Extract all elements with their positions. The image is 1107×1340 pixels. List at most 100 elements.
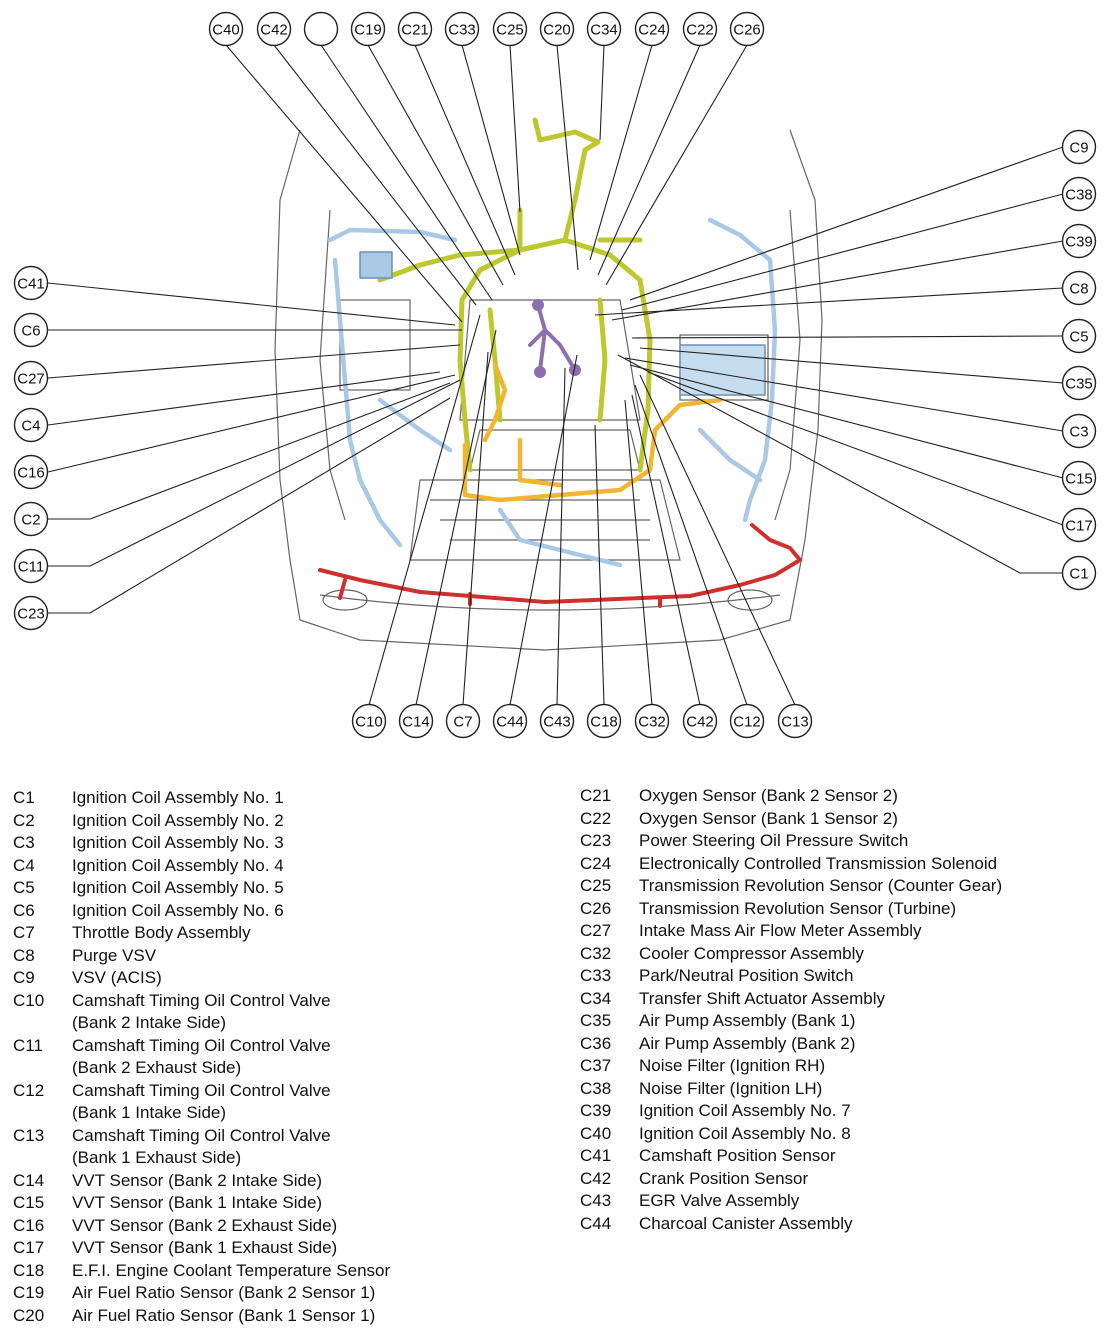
legend-code: C21 — [580, 786, 612, 805]
legend-description: Air Fuel Ratio Sensor (Bank 1 Sensor 1) — [72, 1305, 376, 1325]
connector-label: C13 — [781, 714, 809, 731]
connector-label: C42 — [686, 714, 714, 731]
legend-code: C22 — [580, 808, 612, 828]
legend-code: C40 — [580, 1123, 612, 1143]
legend-entry: (Bank 1 Exhaust Side) — [13, 1147, 390, 1170]
connector-label: C7 — [453, 714, 472, 731]
connector-label: C32 — [638, 714, 666, 731]
legend-code: C16 — [13, 1215, 45, 1235]
connector-label: C33 — [448, 22, 476, 39]
legend-description: Ignition Coil Assembly No. 6 — [72, 900, 284, 920]
legend-code: C4 — [13, 855, 35, 875]
engine-wiring-diagram: C40 C42 C19 C21 C33 C25 C20 C34 C24 C22 … — [13, 11, 1097, 739]
connector-callout: C32 — [634, 703, 670, 739]
legend-entry: C41 Camshaft Position Sensor — [580, 1145, 1002, 1168]
legend-code: C35 — [580, 1011, 612, 1030]
connector-callout: C16 — [13, 454, 49, 490]
legend-description: Camshaft Position Sensor — [639, 1146, 836, 1165]
connector-label: C10 — [355, 714, 383, 731]
legend-description: EGR Valve Assembly — [639, 1191, 800, 1210]
connector-label: C40 — [212, 22, 240, 39]
connector-label: C2 — [21, 512, 40, 529]
connector-label: C23 — [17, 606, 45, 623]
legend-code: C10 — [13, 990, 45, 1010]
legend-description: Oxygen Sensor (Bank 2 Sensor 2) — [639, 786, 898, 805]
connector-label: C5 — [1069, 329, 1088, 346]
connector-label: C12 — [733, 714, 761, 731]
legend-description: Transfer Shift Actuator Assembly — [639, 988, 885, 1008]
legend-code: C34 — [580, 988, 612, 1008]
connector-callout: C3 — [1061, 413, 1097, 449]
connector-label: C18 — [590, 714, 618, 731]
connector-label: C21 — [401, 22, 429, 39]
legend-entry: C27 Intake Mass Air Flow Meter Assembly — [580, 920, 1002, 943]
legend-description: Transmission Revolution Sensor (Turbine) — [639, 898, 957, 918]
legend-code: C41 — [580, 1146, 612, 1165]
legend-description: Intake Mass Air Flow Meter Assembly — [639, 921, 922, 940]
legend-code: C36 — [580, 1033, 612, 1053]
legend-code: C14 — [13, 1170, 45, 1190]
connector-callout: C23 — [13, 595, 49, 631]
connector-callout — [303, 11, 339, 47]
legend-code: C15 — [13, 1193, 45, 1212]
legend-description: Ignition Coil Assembly No. 5 — [72, 878, 284, 897]
connector-callout: C27 — [13, 360, 49, 396]
legend-code: C7 — [13, 923, 35, 942]
connector-label: C19 — [354, 22, 382, 39]
connector-callout: C20 — [539, 11, 575, 47]
legend-code: C27 — [580, 921, 612, 940]
legend-code — [13, 1057, 72, 1080]
connector-label: C34 — [590, 22, 618, 39]
purple-component — [528, 299, 581, 378]
legend-code: C33 — [580, 966, 612, 985]
legend-description: VVT Sensor (Bank 2 Intake Side) — [72, 1170, 323, 1190]
legend-description: Electronically Controlled Transmission S… — [639, 853, 998, 873]
connector-callout: C6 — [13, 312, 49, 348]
connector-callout: C34 — [586, 11, 622, 47]
legend-entry: C26 Transmission Revolution Sensor (Turbi… — [580, 898, 1002, 921]
legend-code: C19 — [13, 1283, 45, 1302]
legend-code: C13 — [13, 1125, 45, 1145]
legend-code: C5 — [13, 878, 35, 897]
connector-callout: C11 — [13, 548, 49, 584]
connector-callout: C19 — [350, 11, 386, 47]
legend-description: Crank Position Sensor — [639, 1168, 809, 1188]
connector-callout: C8 — [1061, 270, 1097, 306]
legend-code: C8 — [13, 945, 35, 965]
legend-description: Throttle Body Assembly — [72, 923, 251, 942]
legend-code: C26 — [580, 898, 612, 918]
legend-description: Camshaft Timing Oil Control Valve — [72, 1035, 331, 1055]
connector-label: C14 — [402, 714, 430, 731]
connector-callout: C26 — [729, 11, 765, 47]
connector-label: C39 — [1065, 234, 1093, 251]
connector-label: C4 — [21, 418, 40, 435]
connector-callout: C15 — [1061, 460, 1097, 496]
connector-callout: C24 — [634, 11, 670, 47]
leader-lines — [47, 44, 1064, 706]
connector-callout: C21 — [397, 11, 433, 47]
legend-description: Ignition Coil Assembly No. 2 — [72, 810, 284, 830]
legend-description: Ignition Coil Assembly No. 4 — [72, 855, 284, 875]
connector-callout: C38 — [1061, 176, 1097, 212]
legend-description: Air Pump Assembly (Bank 2) — [639, 1033, 856, 1053]
connector-callout: C14 — [398, 703, 434, 739]
connector-label: C43 — [543, 714, 571, 731]
legend-entry: (Bank 2 Exhaust Side) — [13, 1057, 390, 1080]
connector-label: C44 — [496, 714, 524, 731]
legend-entry: C5 Ignition Coil Assembly No. 5 — [13, 877, 390, 900]
connector-callout: C1 — [1061, 555, 1097, 591]
